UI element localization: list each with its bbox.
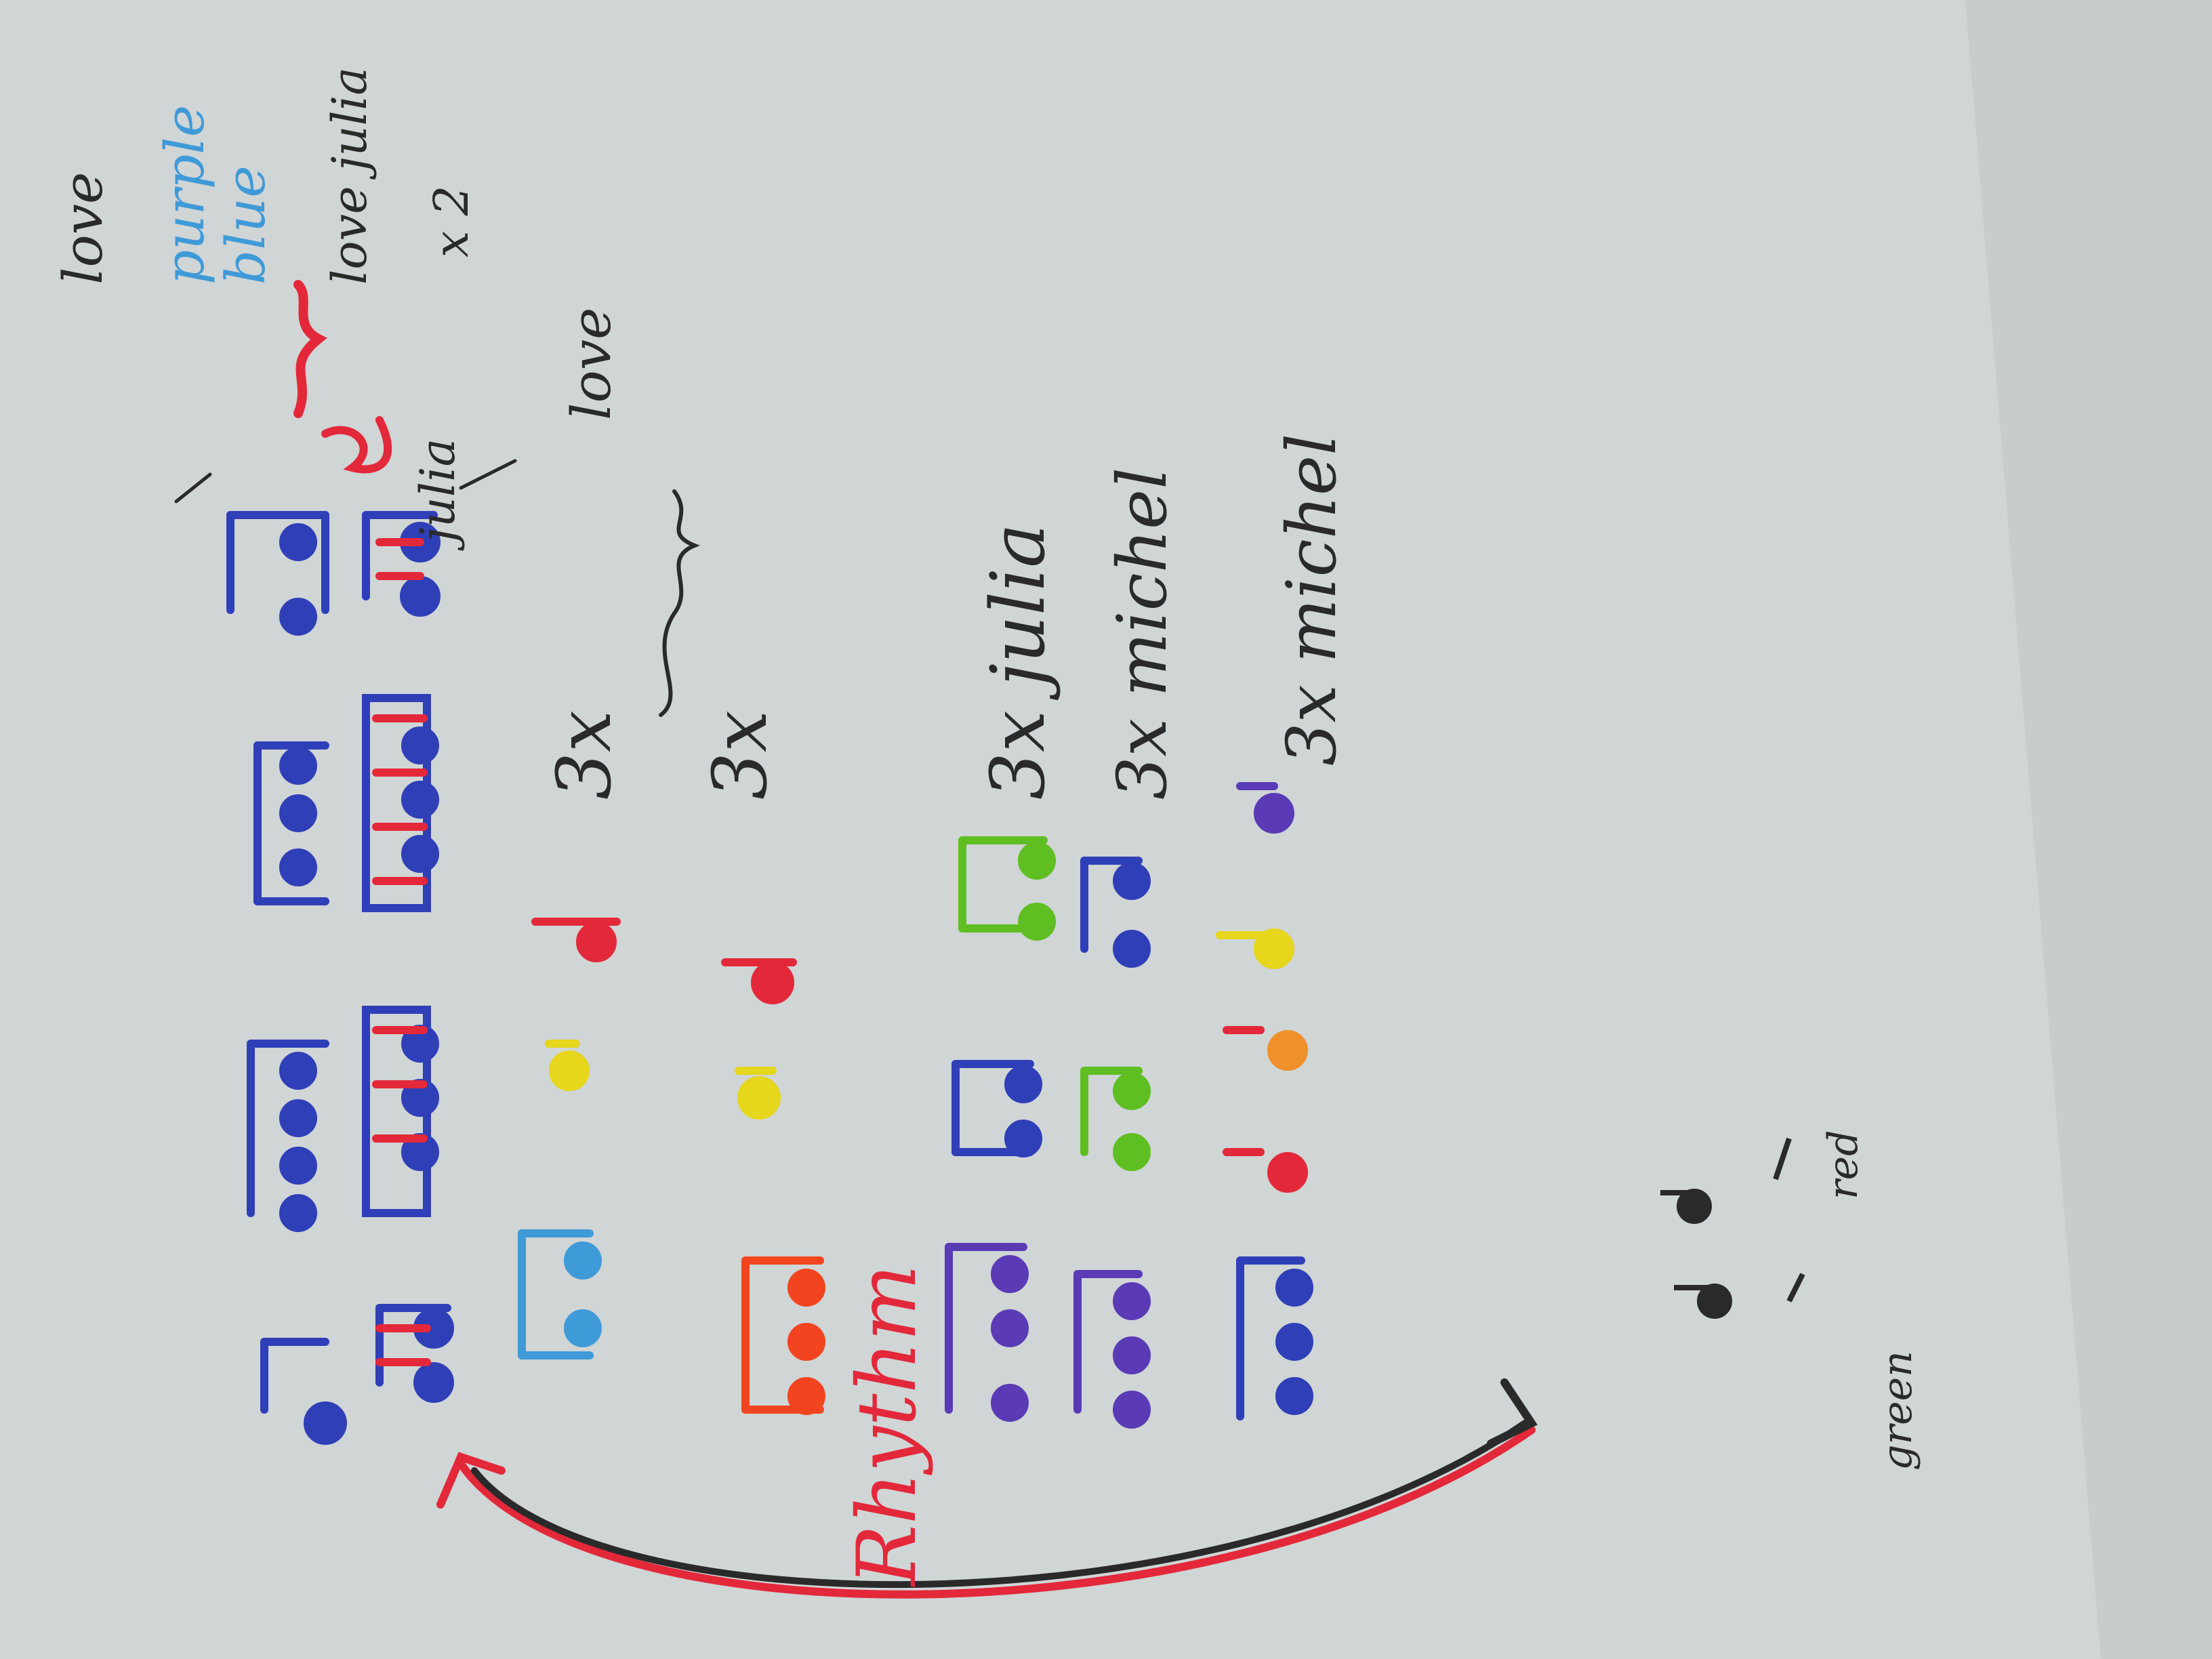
text-michel-3x-a: 3x michel	[1103, 468, 1182, 800]
text-julia-3x: 3x julia	[975, 523, 1061, 800]
row-blue-top	[226, 511, 347, 1445]
text-row1-julia: julia	[410, 438, 466, 551]
text-layer: love purple blue love julia x 2 julia lo…	[52, 67, 1921, 1587]
text-rhythm: Rhythm	[840, 1264, 935, 1587]
text-blue: blue	[214, 165, 277, 285]
text-times-two: x 2	[424, 186, 479, 258]
text-repeat-3x-a: 3x	[541, 710, 628, 800]
braces	[174, 280, 701, 717]
row-color-7	[1216, 782, 1313, 1420]
small-notes	[1660, 1137, 1805, 1319]
row-color-5	[945, 836, 1056, 1422]
row-color-6	[1073, 857, 1151, 1429]
text-love-2: love	[560, 308, 623, 420]
row-blue-red	[321, 416, 454, 1403]
text-repeat-3x-b: 3x	[697, 710, 783, 800]
text-michel-3x-b: 3x michel	[1272, 434, 1351, 766]
text-purple: purple	[153, 105, 216, 285]
text-red-label: red	[1820, 1130, 1867, 1200]
row-color-4	[721, 958, 825, 1415]
text-love-top: love	[52, 172, 115, 285]
text-love-julia: love julia	[322, 67, 377, 285]
row-color-3	[518, 918, 621, 1359]
text-green-label: green	[1874, 1351, 1921, 1471]
paper-shadow	[1965, 0, 2212, 1659]
rhythm-arrow	[436, 1378, 1538, 1599]
